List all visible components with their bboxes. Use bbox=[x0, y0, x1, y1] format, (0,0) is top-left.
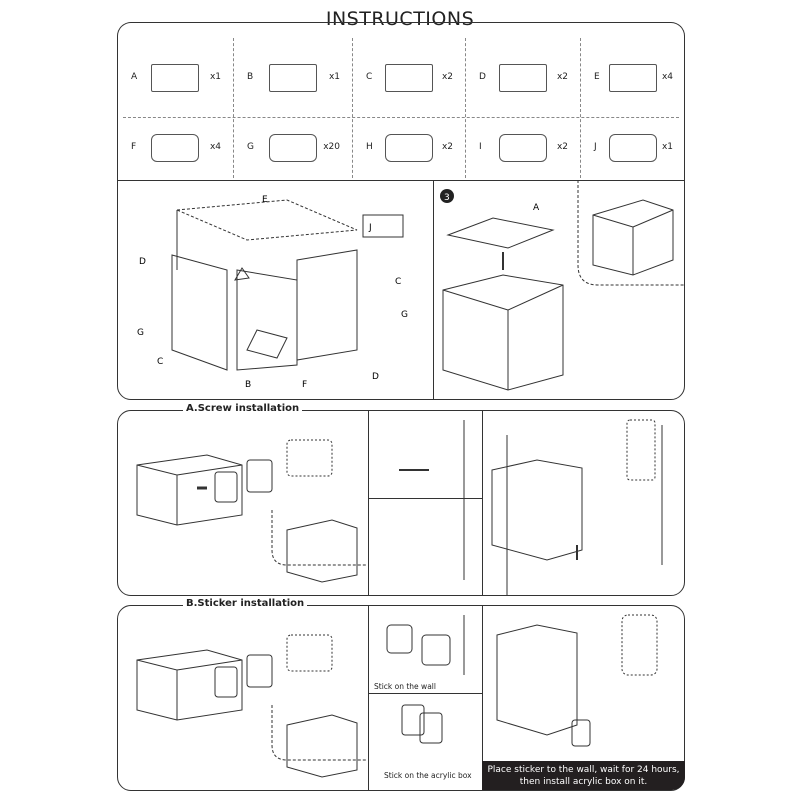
note-line: Place sticker to the wall, wait for 24 h… bbox=[487, 765, 680, 775]
part-icon bbox=[498, 134, 547, 162]
part-d: D x2 bbox=[465, 38, 580, 117]
row-divider bbox=[123, 117, 679, 118]
part-letter: D bbox=[479, 71, 486, 82]
callout-b: B bbox=[245, 380, 251, 390]
part-letter: B bbox=[247, 71, 254, 82]
sticker-installation-panel bbox=[117, 605, 685, 791]
divider bbox=[482, 410, 483, 596]
part-i: I x2 bbox=[465, 117, 580, 179]
col-divider bbox=[465, 38, 466, 178]
part-letter: I bbox=[479, 142, 482, 152]
note-line: then install acrylic box on it. bbox=[519, 777, 648, 787]
part-f: F x4 bbox=[117, 117, 233, 179]
part-icon bbox=[384, 63, 433, 92]
part-icon bbox=[608, 63, 657, 92]
col-divider bbox=[580, 38, 581, 178]
exploded-assembly-diagram: E J D C G G C B F D bbox=[137, 195, 408, 390]
part-letter: A bbox=[131, 71, 138, 82]
part-letter: G bbox=[247, 142, 254, 152]
part-c: C x2 bbox=[352, 38, 465, 117]
part-icon bbox=[268, 134, 317, 162]
part-quantity: x1 bbox=[661, 142, 673, 152]
part-quantity: x1 bbox=[328, 71, 340, 82]
col-divider bbox=[233, 38, 234, 178]
part-icon bbox=[384, 134, 433, 162]
callout-j: J bbox=[368, 223, 372, 233]
part-h: H x2 bbox=[352, 117, 465, 179]
callout-g: G bbox=[401, 310, 408, 320]
divider bbox=[368, 410, 369, 596]
part-letter: H bbox=[366, 142, 373, 152]
part-letter: J bbox=[594, 142, 597, 152]
part-j: J x1 bbox=[580, 117, 685, 179]
callout-f: F bbox=[302, 380, 307, 390]
part-a: A x1 bbox=[117, 38, 233, 117]
part-quantity: x1 bbox=[209, 71, 221, 82]
callout-c: C bbox=[157, 357, 163, 367]
part-icon bbox=[151, 63, 199, 92]
divider bbox=[368, 693, 482, 694]
divider bbox=[482, 605, 483, 791]
callout-g: G bbox=[137, 328, 144, 338]
instruction-note: Place sticker to the wall, wait for 24 h… bbox=[482, 761, 685, 790]
part-quantity: x4 bbox=[209, 142, 221, 152]
assembly-panel bbox=[117, 180, 685, 400]
callout-e: E bbox=[262, 195, 268, 205]
stick-on-box-caption: Stick on the acrylic box bbox=[384, 771, 472, 780]
step3-diagram: 3 A bbox=[440, 180, 685, 391]
divider bbox=[368, 605, 369, 791]
part-letter: F bbox=[131, 142, 137, 152]
divider bbox=[433, 180, 434, 400]
part-letter: C bbox=[366, 71, 373, 82]
part-quantity: x4 bbox=[661, 71, 673, 82]
callout-d: D bbox=[139, 257, 146, 267]
part-quantity: x2 bbox=[441, 142, 453, 152]
step-number: 3 bbox=[444, 193, 450, 203]
part-quantity: x2 bbox=[556, 142, 568, 152]
section-title: B.Sticker installation bbox=[183, 598, 308, 609]
screw-install-diagram bbox=[136, 419, 663, 595]
part-quantity: x20 bbox=[323, 142, 340, 152]
part-icon bbox=[608, 134, 657, 162]
sticker-install-diagram bbox=[136, 614, 658, 778]
part-quantity: x2 bbox=[556, 71, 568, 82]
callout-c: C bbox=[395, 277, 401, 287]
part-icon bbox=[151, 134, 199, 162]
section-title: A.Screw installation bbox=[183, 403, 303, 414]
page-title: INSTRUCTIONS bbox=[0, 8, 800, 30]
part-e: E x4 bbox=[580, 38, 685, 117]
parts-panel bbox=[117, 22, 685, 180]
divider bbox=[368, 498, 482, 499]
part-letter: E bbox=[594, 71, 600, 82]
col-divider bbox=[352, 38, 353, 178]
part-b: B x1 bbox=[233, 38, 352, 117]
part-g: G x20 bbox=[233, 117, 352, 179]
callout-d: D bbox=[372, 372, 379, 382]
part-quantity: x2 bbox=[441, 71, 453, 82]
part-icon bbox=[268, 63, 317, 92]
callout-a: A bbox=[533, 203, 540, 213]
screw-installation-panel bbox=[117, 410, 685, 596]
part-icon bbox=[498, 63, 547, 92]
stick-on-wall-caption: Stick on the wall bbox=[374, 682, 436, 691]
